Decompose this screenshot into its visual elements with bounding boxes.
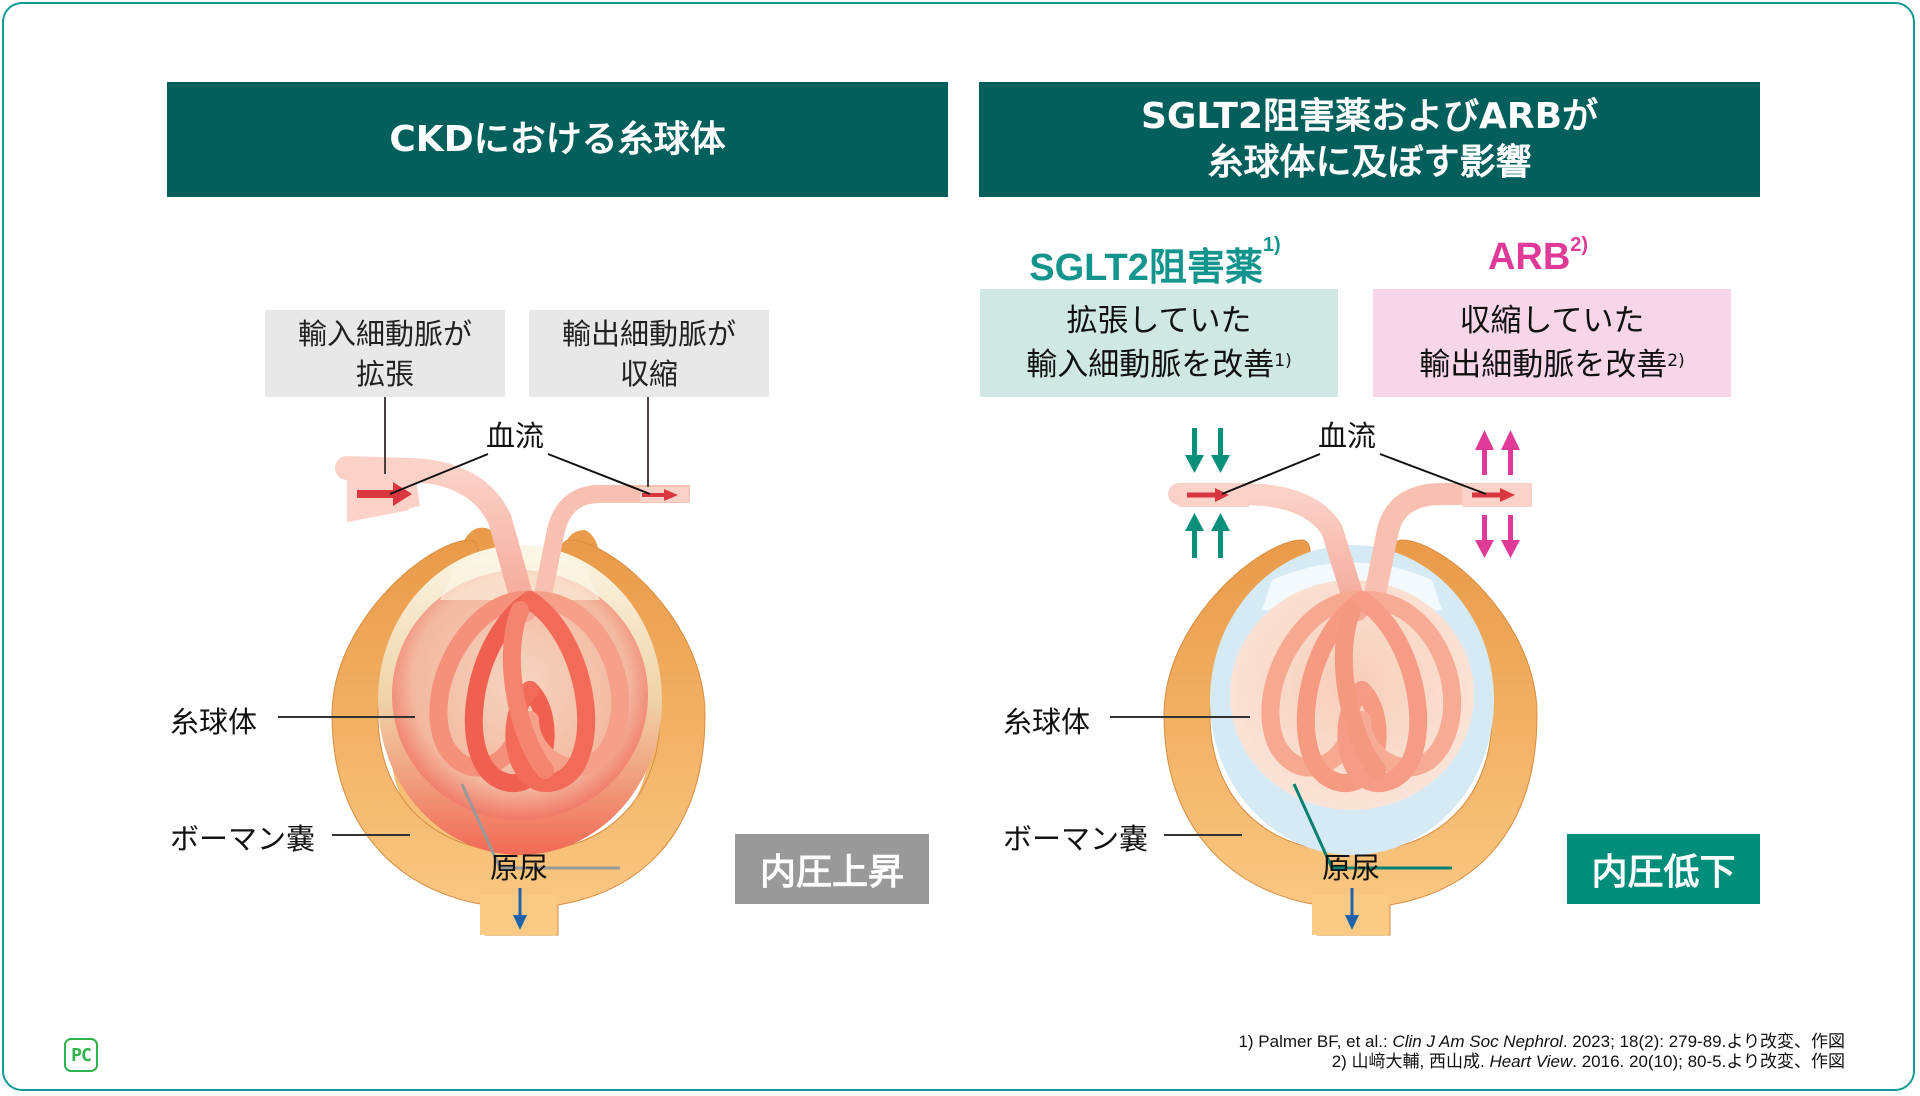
left-header-title: CKDにおける糸球体 xyxy=(389,118,726,160)
efferent-constriction-label: 輸出細動脈が 収縮 xyxy=(529,310,769,397)
glomerulus-label-left: 糸球体 xyxy=(170,705,258,739)
ref2-prefix: 2) 山﨑大輔, 西山成. xyxy=(1331,1052,1490,1071)
blood-flow-arrow-out xyxy=(664,489,678,501)
left-diagram xyxy=(278,397,706,936)
pressure-increase-badge: 内圧上昇 xyxy=(735,834,929,904)
right-diagram xyxy=(1110,453,1538,936)
afferent-label-line1: 輸入細動脈が xyxy=(297,316,472,351)
left-header: CKDにおける糸球体 xyxy=(167,82,948,197)
blood-flow-arrow-in xyxy=(393,482,412,506)
arb-ref: 2) xyxy=(1570,234,1589,256)
urine-arrow-left xyxy=(513,915,527,930)
sglt2-title-text: SGLT2阻害薬 xyxy=(1029,247,1263,289)
urine-arrow-right xyxy=(1345,915,1359,930)
arb-effect-line2: 輸出細動脈を改善 xyxy=(1419,347,1668,383)
afferent-label-line2: 拡張 xyxy=(355,356,414,391)
sglt2-effect-line2: 輸入細動脈を改善 xyxy=(1026,347,1275,383)
bowman-label-right: ボーマン嚢 xyxy=(1003,822,1149,856)
ref1-suffix: . 2023; 18(2): 279-89.より改変、作図 xyxy=(1562,1032,1845,1051)
sglt2-effect-line2-wrap: 輸入細動脈を改善1) xyxy=(1026,343,1291,387)
efferent-label-line1: 輸出細動脈が xyxy=(561,316,736,351)
sglt2-ref: 1) xyxy=(1262,234,1281,256)
ref2-suffix: . 2016. 20(10); 80-5.より改変、作図 xyxy=(1572,1052,1845,1071)
reference-1: 1) Palmer BF, et al.: Clin J Am Soc Neph… xyxy=(1238,1032,1845,1052)
arb-dilate-arrows xyxy=(1475,430,1520,558)
arb-title-text: ARB xyxy=(1487,236,1571,278)
blood-flow-arrow-in-right xyxy=(1215,488,1229,502)
urine-label-right: 原尿 xyxy=(1322,851,1381,885)
glomerulus-label-right: 糸球体 xyxy=(1003,705,1091,739)
sglt2-title: SGLT2阻害薬1) xyxy=(990,234,1320,291)
blood-flow-label-right: 血流 xyxy=(1318,419,1377,453)
right-header-line2: 糸球体に及ぼす影響 xyxy=(1207,141,1532,183)
reference-2: 2) 山﨑大輔, 西山成. Heart View. 2016. 20(10); … xyxy=(1238,1052,1845,1072)
pc-logo-icon: PC xyxy=(64,1038,98,1072)
arb-effect-ref: 2) xyxy=(1667,351,1685,371)
right-header-line1: SGLT2阻害薬およびARBが xyxy=(1140,95,1599,137)
sglt2-constrict-arrows xyxy=(1185,428,1230,558)
sglt2-effect-line1: 拡張していた xyxy=(1066,303,1252,339)
bowman-label-left: ボーマン嚢 xyxy=(170,822,316,856)
capillary-loops-right xyxy=(1261,591,1462,792)
pressure-decrease-badge: 内圧低下 xyxy=(1567,834,1760,904)
ref2-journal: Heart View xyxy=(1489,1052,1573,1071)
efferent-label-line2: 収縮 xyxy=(619,356,678,391)
urine-label-left: 原尿 xyxy=(490,851,549,885)
capillary-loops-left xyxy=(429,591,630,792)
references: 1) Palmer BF, et al.: Clin J Am Soc Neph… xyxy=(1238,1032,1845,1072)
sglt2-effect-box: 拡張していた 輸入細動脈を改善1) xyxy=(980,289,1338,397)
afferent-dilation-label: 輸入細動脈が 拡張 xyxy=(265,310,505,397)
arb-effect-line1: 収縮していた xyxy=(1459,303,1645,339)
ref1-journal: Clin J Am Soc Nephrol xyxy=(1392,1032,1563,1051)
blood-flow-arrow-out-right xyxy=(1500,488,1515,502)
arb-title: ARB2) xyxy=(1373,234,1703,279)
arb-effect-line2-wrap: 輸出細動脈を改善2) xyxy=(1419,343,1684,387)
right-header: SGLT2阻害薬およびARBが 糸球体に及ぼす影響 xyxy=(979,82,1760,197)
sglt2-effect-ref: 1) xyxy=(1274,351,1292,371)
blood-flow-label-left: 血流 xyxy=(486,419,545,453)
arb-effect-box: 収縮していた 輸出細動脈を改善2) xyxy=(1373,289,1731,397)
ref1-prefix: 1) Palmer BF, et al.: xyxy=(1238,1032,1393,1051)
